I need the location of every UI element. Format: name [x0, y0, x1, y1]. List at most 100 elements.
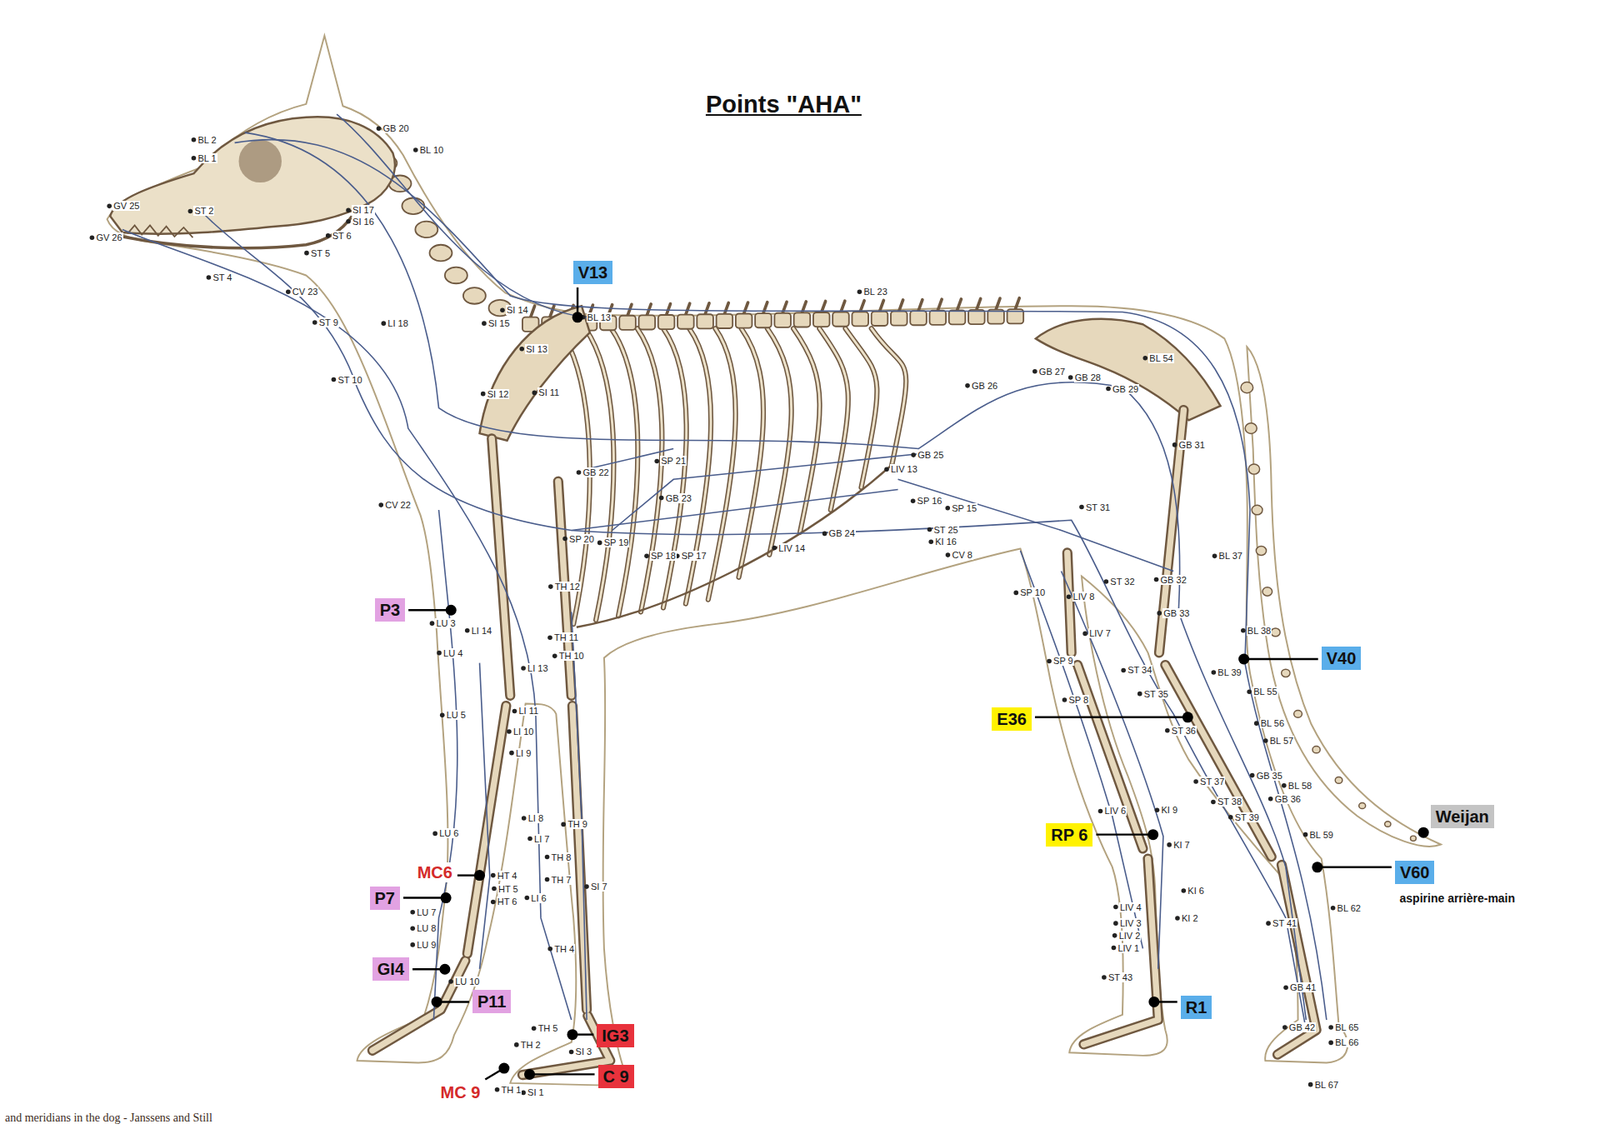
tail-vertebra — [1335, 777, 1343, 785]
point-code: LU 8 — [415, 923, 437, 934]
point-code: LIV 1 — [1116, 943, 1140, 954]
rib-fill — [610, 328, 638, 616]
point-code: BL 13 — [586, 312, 612, 323]
cervical-vertebra — [463, 287, 486, 305]
point-code: TH 10 — [558, 650, 585, 661]
meridian-point-dot — [771, 545, 777, 551]
point-code: GB 41 — [1289, 982, 1317, 993]
point-code: CV 23 — [291, 286, 320, 297]
vertebra — [832, 312, 850, 327]
meridian-point-dot — [560, 822, 566, 828]
tail-vertebra — [1359, 802, 1366, 809]
point-code: LU 6 — [438, 828, 460, 839]
point-code: LI 6 — [530, 893, 547, 904]
meridian-point-dot — [1282, 1025, 1288, 1030]
costal-arch — [576, 464, 894, 628]
tag-text: P3 — [380, 600, 400, 620]
acupoint-dot — [1238, 654, 1250, 665]
meridian-point-dot — [562, 536, 568, 542]
meridian-point-dot — [1330, 905, 1336, 911]
leader-line — [1095, 833, 1153, 835]
meridian-point-dot — [191, 137, 197, 143]
spinous-process — [550, 305, 555, 317]
tag-text: GI4 — [377, 960, 405, 979]
rib-fill — [871, 328, 906, 465]
meridian-point-dot — [106, 204, 112, 210]
spinous-process — [880, 300, 885, 311]
meridian-point-dot — [410, 925, 415, 931]
meridian-point-dot — [500, 307, 505, 313]
rib — [871, 328, 906, 465]
vertebra — [968, 310, 985, 325]
cervical-vertebra — [430, 245, 453, 262]
acupoint-dot — [524, 1069, 535, 1080]
point-code: SP 9 — [1052, 655, 1075, 666]
acupoint-dot — [1148, 996, 1160, 1008]
vertebra — [930, 310, 947, 325]
point-code: SI 13 — [525, 344, 549, 355]
meridian-point-dot — [381, 320, 387, 326]
meridian-point-dot — [1113, 920, 1119, 926]
point-code: SI 12 — [486, 389, 510, 400]
spinous-process — [957, 299, 962, 310]
meridian-point-dot — [1082, 631, 1088, 637]
point-code: ST 34 — [1126, 665, 1153, 675]
point-code: BL 65 — [1334, 1022, 1360, 1033]
point-code: SI 3 — [575, 1046, 594, 1057]
meridian-point-dot — [1240, 628, 1246, 634]
acupoint-dot — [566, 1029, 578, 1040]
cervical-vertebra — [415, 221, 438, 239]
rib-fill — [663, 328, 687, 608]
point-code: ST 4 — [211, 272, 233, 283]
point-name: MC6 — [415, 862, 455, 883]
meridian-point-dot — [552, 654, 558, 660]
vertebra — [696, 314, 714, 329]
point-code: BL 1 — [196, 153, 217, 164]
point-code: LI 11 — [517, 705, 540, 716]
meridian-point-dot — [1175, 915, 1180, 921]
meridian-point-dot — [1268, 796, 1274, 802]
acupoint-dot — [474, 870, 485, 881]
spinous-process — [705, 303, 710, 315]
vertebra — [735, 313, 753, 328]
acupoint-dot — [440, 892, 452, 904]
point-code: ST 31 — [1085, 502, 1111, 513]
meridian-point-dot — [191, 155, 197, 161]
meridian-point-dot — [547, 635, 553, 640]
meridian-point-dot — [436, 650, 442, 656]
point-code: ST 41 — [1271, 918, 1298, 929]
point-code: TH 12 — [554, 581, 581, 592]
point-code: LU 9 — [415, 940, 437, 950]
rib — [819, 328, 849, 510]
point-code: BL 37 — [1218, 550, 1244, 561]
spinous-process — [724, 302, 729, 314]
point-code: BL 66 — [1334, 1037, 1360, 1048]
point-code: SI 7 — [590, 881, 609, 892]
point-code: SP 10 — [1019, 587, 1046, 598]
rib-fill — [845, 328, 877, 488]
tag-text: Weijan — [1435, 807, 1490, 826]
tail-vertebra — [1312, 746, 1320, 754]
meridian-point-dot — [1210, 800, 1216, 805]
meridian-point-dot — [345, 219, 351, 225]
meridian-point-dot — [1120, 668, 1126, 674]
meridian-point-dot — [430, 620, 435, 626]
vertebra — [851, 311, 869, 326]
vertebra — [910, 310, 927, 325]
vertebra — [813, 312, 830, 327]
vertebra — [949, 310, 966, 325]
vertebra — [871, 311, 889, 326]
meridian-point-dot — [521, 815, 527, 821]
acupoint-tag: R1 — [1180, 995, 1213, 1020]
spinous-process — [685, 303, 690, 315]
acupoint-dot — [439, 964, 450, 975]
tail-vertebra — [1294, 710, 1303, 718]
meridian-point-dot — [1068, 375, 1074, 380]
vertebra — [794, 312, 811, 327]
vertebra — [716, 314, 734, 329]
meridian-point-dot — [1328, 1040, 1334, 1046]
acupoint-dot — [1418, 827, 1430, 839]
meridian-point-dot — [1142, 355, 1148, 361]
